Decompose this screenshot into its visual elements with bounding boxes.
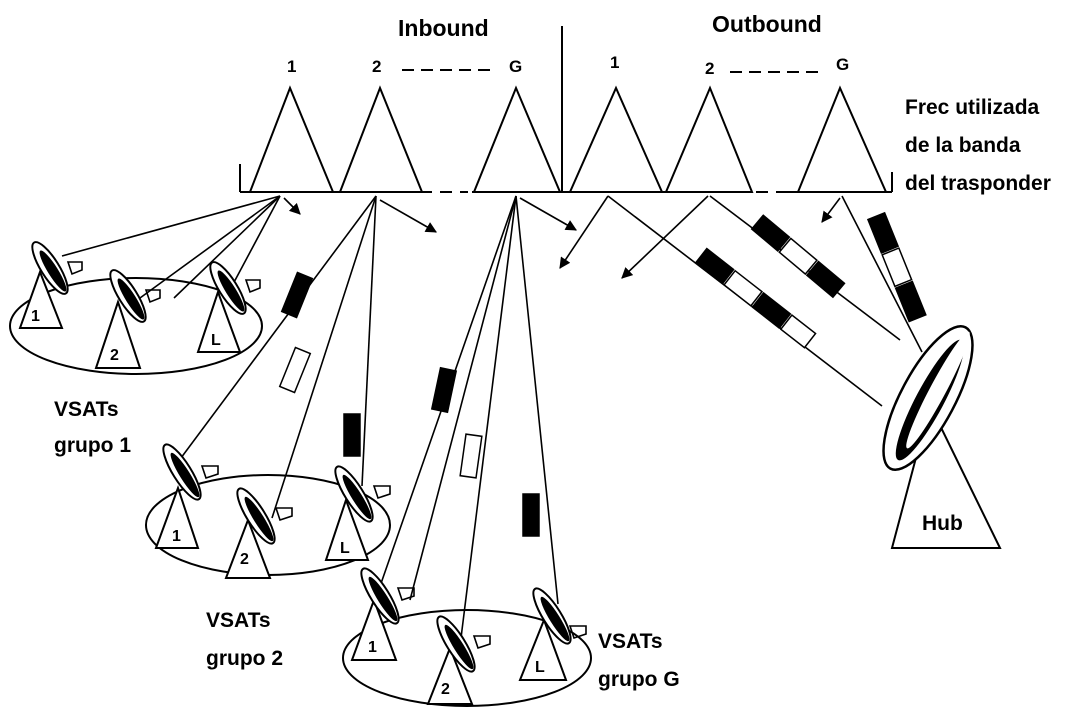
group-1-label-line-1: VSATs bbox=[54, 398, 119, 421]
inbound-channel-2: 2 bbox=[372, 57, 381, 76]
inbound-carrier-1 bbox=[248, 85, 335, 193]
burst-gg-c bbox=[522, 493, 540, 537]
hub-antenna: Hub bbox=[882, 324, 1002, 549]
outbound-carrier-1 bbox=[568, 85, 664, 193]
link-out-1-down bbox=[559, 195, 609, 269]
burst-train-2 bbox=[750, 214, 846, 299]
burst-g2-c bbox=[343, 413, 361, 457]
link-g2-t2 bbox=[271, 195, 377, 519]
group-g-ring bbox=[342, 609, 592, 707]
arrow-inbound-1 bbox=[283, 197, 301, 215]
terminal-label: 2 bbox=[240, 551, 249, 568]
outbound-carrier-g bbox=[796, 85, 888, 193]
vsat-g1-t2: 2 bbox=[94, 269, 161, 369]
terminal-label: 2 bbox=[110, 347, 119, 364]
inbound-carrier-2 bbox=[338, 85, 424, 193]
vsat-g1-tl: L bbox=[196, 261, 261, 353]
terminal-label: 1 bbox=[31, 308, 40, 325]
band-label-line-1: Frec utilizada bbox=[905, 96, 1040, 119]
arrow-inbound-g bbox=[519, 197, 577, 231]
vsat-g1-t1: 1 bbox=[18, 241, 83, 329]
group-1-ring bbox=[9, 277, 263, 375]
hub-label: Hub bbox=[922, 512, 963, 535]
link-g1-tl bbox=[231, 195, 281, 287]
hub-dish-rim bbox=[906, 331, 970, 449]
link-out-g-hub bbox=[841, 195, 923, 353]
link-gg-extra bbox=[409, 195, 517, 601]
link-g2-tl bbox=[361, 195, 377, 487]
link-g2-t1 bbox=[171, 195, 377, 471]
link-g1-t1 bbox=[61, 195, 281, 257]
terminal-label: 1 bbox=[172, 528, 181, 545]
group-g-label-line-2: grupo G bbox=[598, 668, 680, 691]
outbound-channel-1: 1 bbox=[610, 53, 619, 72]
hub-base bbox=[890, 402, 1002, 549]
burst-train-g bbox=[866, 211, 927, 323]
outbound-channel-2: 2 bbox=[705, 59, 714, 78]
burst-train-1 bbox=[694, 247, 817, 349]
terminal-label: 2 bbox=[441, 681, 450, 698]
vsat-gg-tl: L bbox=[518, 587, 587, 681]
burst-g2-b bbox=[278, 346, 312, 394]
group-g-label-line-1: VSATs bbox=[598, 630, 663, 653]
burst-gg-a bbox=[430, 366, 458, 414]
outbound-label: Outbound bbox=[712, 11, 822, 37]
link-g1-t2 bbox=[139, 195, 281, 299]
link-gg-t2 bbox=[459, 195, 517, 647]
group-1-label-line-2: grupo 1 bbox=[54, 434, 131, 457]
inbound-carrier-g bbox=[472, 85, 562, 193]
vsat-g2-t1: 1 bbox=[154, 443, 219, 549]
link-out-g-down bbox=[821, 197, 841, 223]
outbound-channel-g: G bbox=[836, 55, 849, 74]
inbound-label: Inbound bbox=[398, 15, 489, 41]
burst-g2-a bbox=[280, 271, 314, 319]
group-2-label-line-2: grupo 2 bbox=[206, 647, 283, 670]
burst-gg-b bbox=[459, 433, 483, 479]
band-label-line-3: del trasponder bbox=[905, 172, 1051, 195]
vsat-g2-tl: L bbox=[324, 465, 391, 561]
group-2-label-line-1: VSATs bbox=[206, 609, 271, 632]
terminal-label: L bbox=[211, 332, 221, 349]
link-gg-tl bbox=[515, 195, 559, 605]
vsat-gg-t1: 1 bbox=[350, 567, 415, 661]
inbound-channel-g: G bbox=[509, 57, 522, 76]
terminal-label: L bbox=[535, 659, 545, 676]
outbound-carrier-2 bbox=[664, 85, 754, 193]
terminal-label: L bbox=[340, 540, 350, 557]
band-label-line-2: de la banda bbox=[905, 134, 1021, 157]
vsat-gg-t2: 2 bbox=[426, 615, 491, 705]
inbound-channel-1: 1 bbox=[287, 57, 296, 76]
terminal-label: 1 bbox=[368, 639, 377, 656]
link-g1-extra bbox=[173, 195, 281, 299]
link-out-2-down bbox=[621, 195, 709, 279]
arrow-inbound-2 bbox=[379, 199, 437, 233]
vsat-g2-t2: 2 bbox=[224, 487, 293, 579]
